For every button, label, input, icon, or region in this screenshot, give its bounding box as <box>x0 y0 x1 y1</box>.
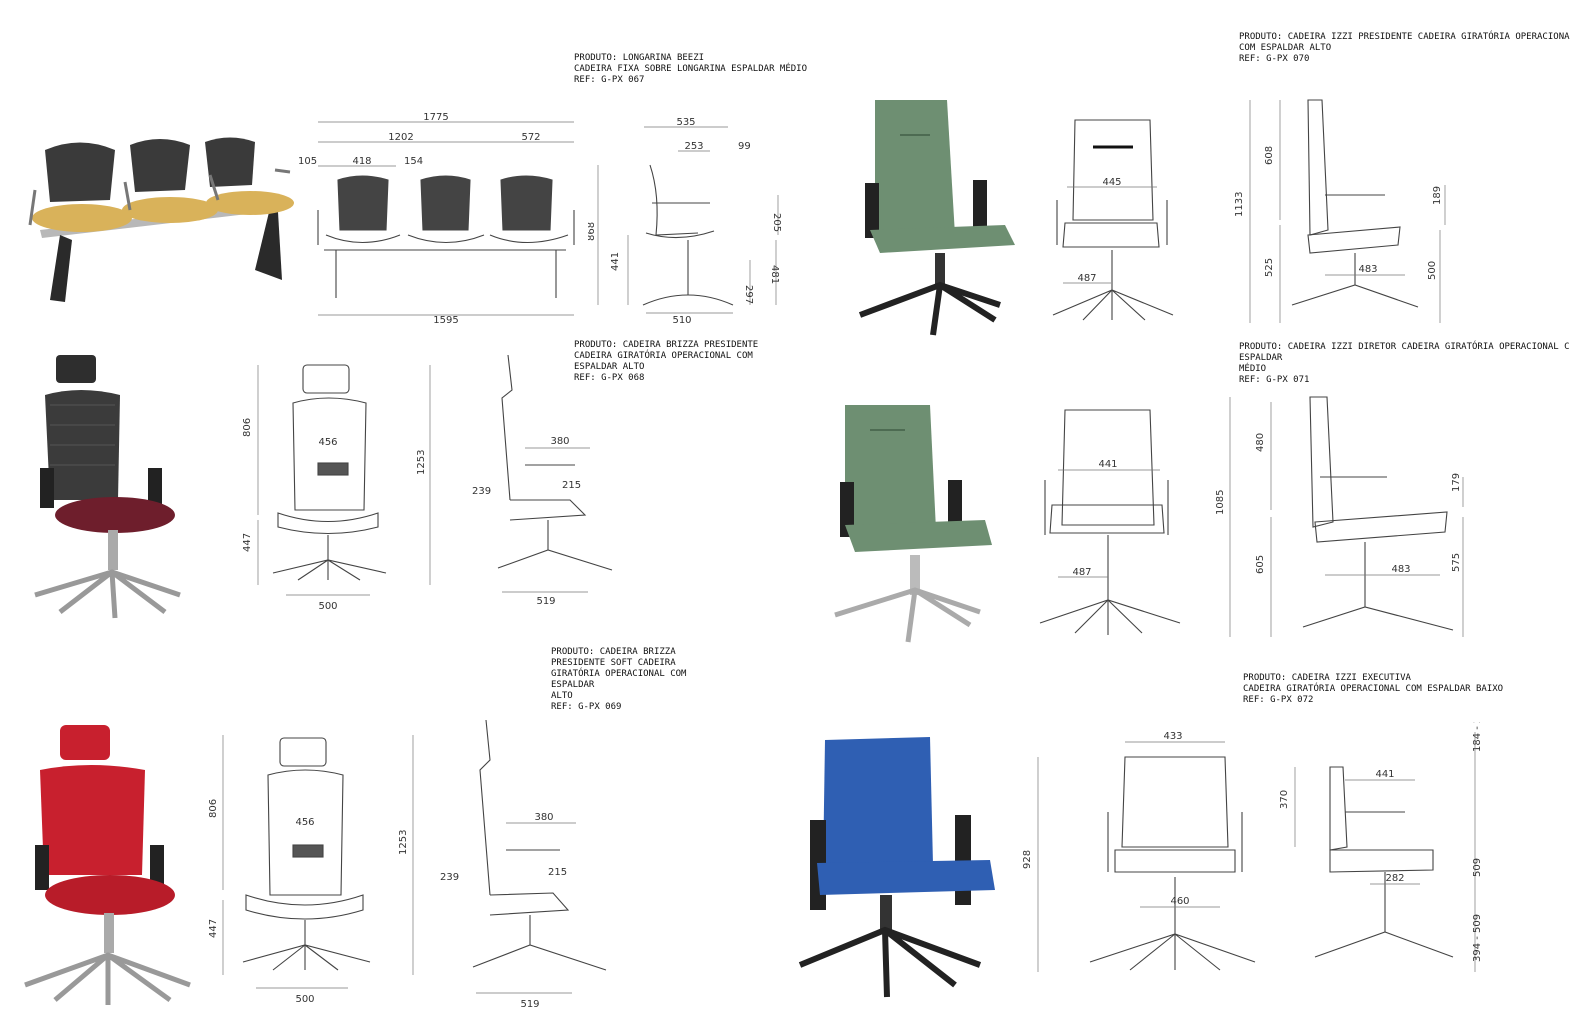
caption-px069: PRODUTO: CADEIRA BRIZZA PRESIDENTE SOFT … <box>551 647 687 712</box>
brizza-presidente-photo <box>34 355 181 619</box>
dim-806b: 806 <box>208 799 219 818</box>
dim-500b: 500 <box>295 994 314 1005</box>
brizza-soft-front-drawing: 806 456 1253 447 500 <box>208 735 414 1005</box>
dim-447: 447 <box>242 533 253 552</box>
dim-179: 179 <box>1451 473 1462 492</box>
dim-433: 433 <box>1163 731 1182 742</box>
caption-px070: PRODUTO: CADEIRA IZZI PRESIDENTE CADEIRA… <box>1239 32 1570 64</box>
izzi-presidente-front-drawing: 445 487 <box>1052 119 1174 321</box>
dim-483: 483 <box>1358 264 1377 275</box>
dim-806: 806 <box>242 418 253 437</box>
dim-1133: 1133 <box>1234 192 1245 217</box>
dim-205: 205 <box>771 213 782 232</box>
beezi-bench-photo <box>28 137 294 302</box>
brizza-soft-photo <box>24 725 191 1005</box>
izzi-diretor-photo <box>834 405 992 643</box>
dim-481: 481 <box>769 265 780 284</box>
dim-575: 575 <box>1451 553 1462 572</box>
dim-509: 509 <box>1472 858 1483 877</box>
dim-572: 572 <box>521 132 540 143</box>
dim-456b: 456 <box>295 817 314 828</box>
dim-105: 105 <box>298 156 317 167</box>
dim-189: 189 <box>1432 186 1443 205</box>
dim-394-509: 394 - 509 <box>1472 914 1483 962</box>
dim-447b: 447 <box>208 919 219 938</box>
dim-535: 535 <box>676 117 695 128</box>
dim-215: 215 <box>562 480 581 491</box>
caption-px068: PRODUTO: CADEIRA BRIZZA PRESIDENTE CADEI… <box>574 340 759 383</box>
dim-525: 525 <box>1264 258 1275 277</box>
caption-px072: PRODUTO: CADEIRA IZZI EXECUTIVA CADEIRA … <box>1243 673 1504 705</box>
dim-500: 500 <box>318 601 337 612</box>
dim-608: 608 <box>1264 146 1275 165</box>
dim-239: 239 <box>472 486 491 497</box>
dim-441: 441 <box>610 252 621 271</box>
dim-605: 605 <box>1255 555 1266 574</box>
dim-460: 460 <box>1170 896 1189 907</box>
dim-445: 445 <box>1102 177 1121 188</box>
dim-239b: 239 <box>440 872 459 883</box>
izzi-executiva-front-drawing: 433 928 460 <box>1022 731 1256 972</box>
dim-519: 519 <box>536 596 555 607</box>
dim-154: 154 <box>404 156 423 167</box>
dim-441b: 441 <box>1375 769 1394 780</box>
dim-215b: 215 <box>548 867 567 878</box>
dim-441: 441 <box>1098 459 1117 470</box>
dim-297: 297 <box>743 285 754 304</box>
dim-370: 370 <box>1279 790 1290 809</box>
dim-868: 868 <box>588 222 597 241</box>
dim-1253: 1253 <box>416 450 427 475</box>
caption-px071: PRODUTO: CADEIRA IZZI DIRETOR CADEIRA GI… <box>1239 342 1570 385</box>
izzi-executiva-side-drawing: 441 370 184 - 254 282 509 394 - 509 <box>1279 722 1483 972</box>
dim-380: 380 <box>550 436 569 447</box>
dim-1202: 1202 <box>388 132 413 143</box>
izzi-presidente-photo <box>858 100 1015 336</box>
izzi-presidente-side-drawing: 1133 608 189 525 483 500 <box>1234 99 1446 323</box>
beezi-front-drawing: 1775 1202 572 105 418 154 1595 <box>298 112 575 326</box>
dim-418: 418 <box>352 156 371 167</box>
dim-483b: 483 <box>1391 564 1410 575</box>
izzi-diretor-side-drawing: 1085 480 179 605 483 575 <box>1215 396 1464 637</box>
dim-380b: 380 <box>534 812 553 823</box>
dim-253: 253 <box>684 141 703 152</box>
izzi-diretor-front-drawing: 441 487 <box>1039 409 1181 635</box>
beezi-side-drawing: 535 253 99 868 205 441 297 481 510 <box>588 117 782 326</box>
dim-1085: 1085 <box>1215 490 1226 515</box>
dim-487b: 487 <box>1072 567 1091 578</box>
dim-480: 480 <box>1255 433 1266 452</box>
dim-500c: 500 <box>1427 261 1438 280</box>
dim-487: 487 <box>1077 273 1096 284</box>
dim-519b: 519 <box>520 999 539 1010</box>
brizza-soft-side-drawing: 380 239 215 519 <box>440 719 607 1010</box>
izzi-executiva-photo <box>798 737 995 998</box>
dim-510: 510 <box>672 315 691 326</box>
brizza-presidente-side-drawing: 380 239 215 519 <box>472 354 613 607</box>
brizza-presidente-front-drawing: 806 456 1253 447 500 <box>242 364 431 612</box>
dim-282: 282 <box>1385 873 1404 884</box>
dim-928: 928 <box>1022 850 1033 869</box>
dim-1253b: 1253 <box>398 830 409 855</box>
dim-456: 456 <box>318 437 337 448</box>
dim-1595: 1595 <box>433 315 458 326</box>
dim-99: 99 <box>738 141 751 152</box>
dim-1775: 1775 <box>423 112 448 123</box>
dim-184-254: 184 - 254 <box>1472 722 1483 752</box>
caption-px067: PRODUTO: LONGARINA BEEZI CADEIRA FIXA SO… <box>574 53 807 85</box>
